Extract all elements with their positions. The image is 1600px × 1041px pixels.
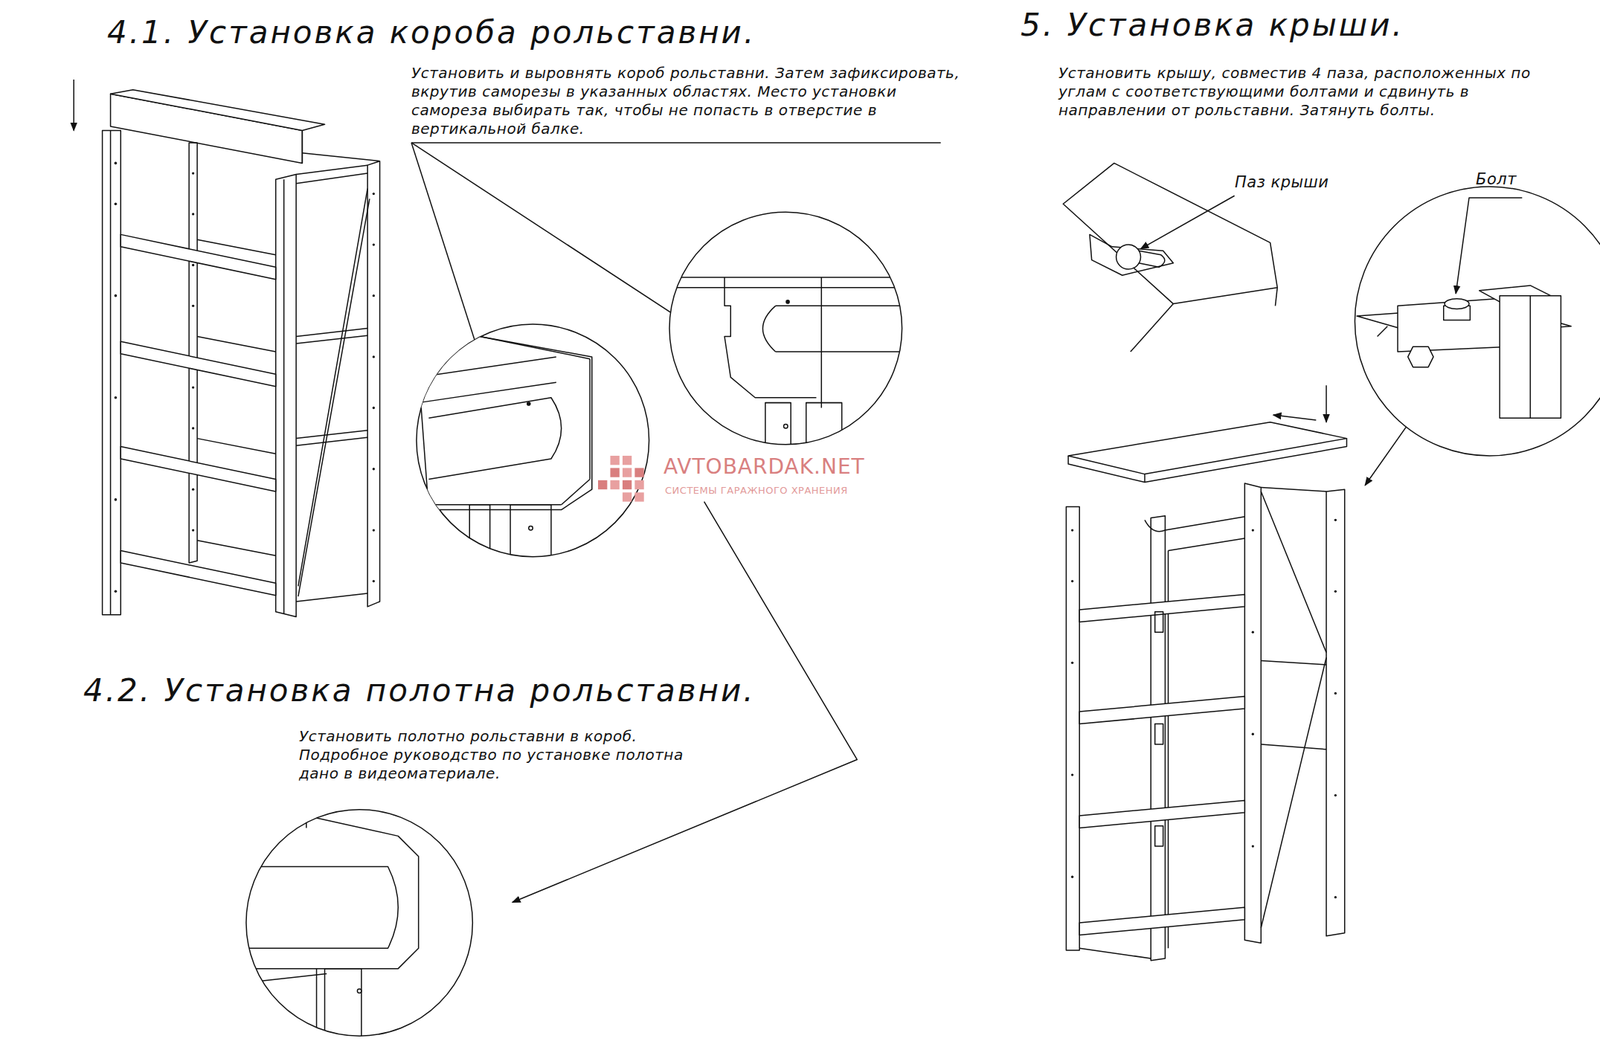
instruction-note: Установить крышу, совместив 4 паза, расп… <box>1058 63 1535 120</box>
section-heading: 4.2. Установка полотна рольставни. <box>83 671 756 711</box>
section-heading: 4.1. Установка короба рольставни. <box>107 13 756 53</box>
part-label: Паз крыши <box>1234 172 1329 192</box>
watermark: AVTOBARDAK.NET <box>663 455 866 480</box>
part-label: Болт <box>1475 169 1517 189</box>
section-heading: 5. Установка крыши. <box>1020 5 1405 45</box>
instruction-note: Установить полотно рольставни в короб. П… <box>299 727 724 784</box>
watermark: СИСТЕМЫ ГАРАЖНОГО ХРАНЕНИЯ <box>664 484 848 497</box>
instruction-note: Установить и выровнять короб рольставни.… <box>411 63 962 139</box>
